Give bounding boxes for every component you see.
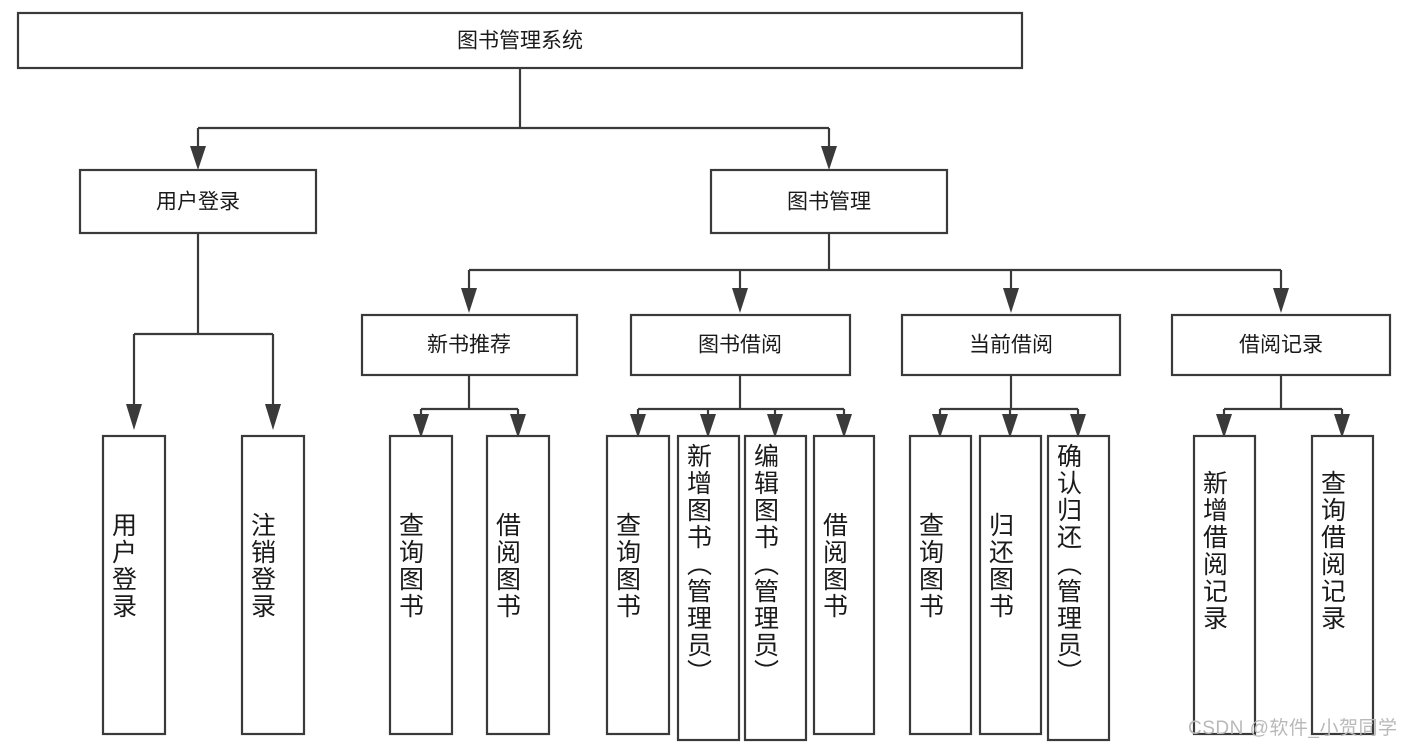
node-root[interactable] (16, 11, 1024, 70)
leaf-box-query-book-2[interactable] (605, 434, 671, 736)
node-book-borrow[interactable] (629, 313, 852, 377)
leaf-box-return-book[interactable] (978, 434, 1043, 736)
node-current-borrow[interactable] (900, 313, 1122, 377)
leaf-box-query-borrow-record[interactable] (1310, 434, 1375, 736)
leaf-box-query-book-1[interactable] (388, 434, 454, 736)
node-book-management[interactable] (709, 168, 949, 235)
leaf-box-borrow-book-1[interactable] (485, 434, 551, 736)
node-borrow-record-label: 借阅记录 (1239, 334, 1323, 357)
node-new-book-recommend[interactable] (360, 313, 579, 377)
node-new-book-recommend-label: 新书推荐 (427, 334, 511, 357)
connector-root-to-level2 (190, 68, 837, 170)
connector-record-to-leaves (1216, 375, 1350, 438)
node-user-login-label: 用户登录 (156, 191, 240, 214)
node-root-label: 图书管理系统 (457, 30, 583, 53)
connector-userlogin-to-leaves (126, 233, 281, 430)
node-book-management-label: 图书管理 (787, 191, 871, 214)
leaf-box-add-borrow-record[interactable] (1192, 434, 1257, 736)
leaf-box-edit-book-admin[interactable] (743, 434, 808, 742)
connector-borrow-to-leaves (630, 375, 852, 438)
node-borrow-record[interactable] (1170, 313, 1392, 377)
leaf-box-user-login[interactable] (101, 434, 167, 736)
leaf-box-query-book-3[interactable] (908, 434, 973, 736)
node-current-borrow-label: 当前借阅 (969, 334, 1053, 357)
leaf-box-add-book-admin[interactable] (676, 434, 741, 742)
leaf-box-confirm-return-admin[interactable] (1046, 434, 1111, 742)
connector-bookmgmt-to-level3 (461, 233, 1289, 313)
leaf-box-logout[interactable] (240, 434, 306, 736)
leaf-box-borrow-book-2[interactable] (812, 434, 876, 736)
watermark-text: CSDN @软件_小贺同学 (1188, 718, 1398, 739)
connector-newbook-to-leaves (413, 375, 526, 438)
connector-current-to-leaves (932, 375, 1086, 438)
node-user-login[interactable] (78, 168, 318, 235)
node-book-borrow-label: 图书借阅 (698, 334, 782, 357)
